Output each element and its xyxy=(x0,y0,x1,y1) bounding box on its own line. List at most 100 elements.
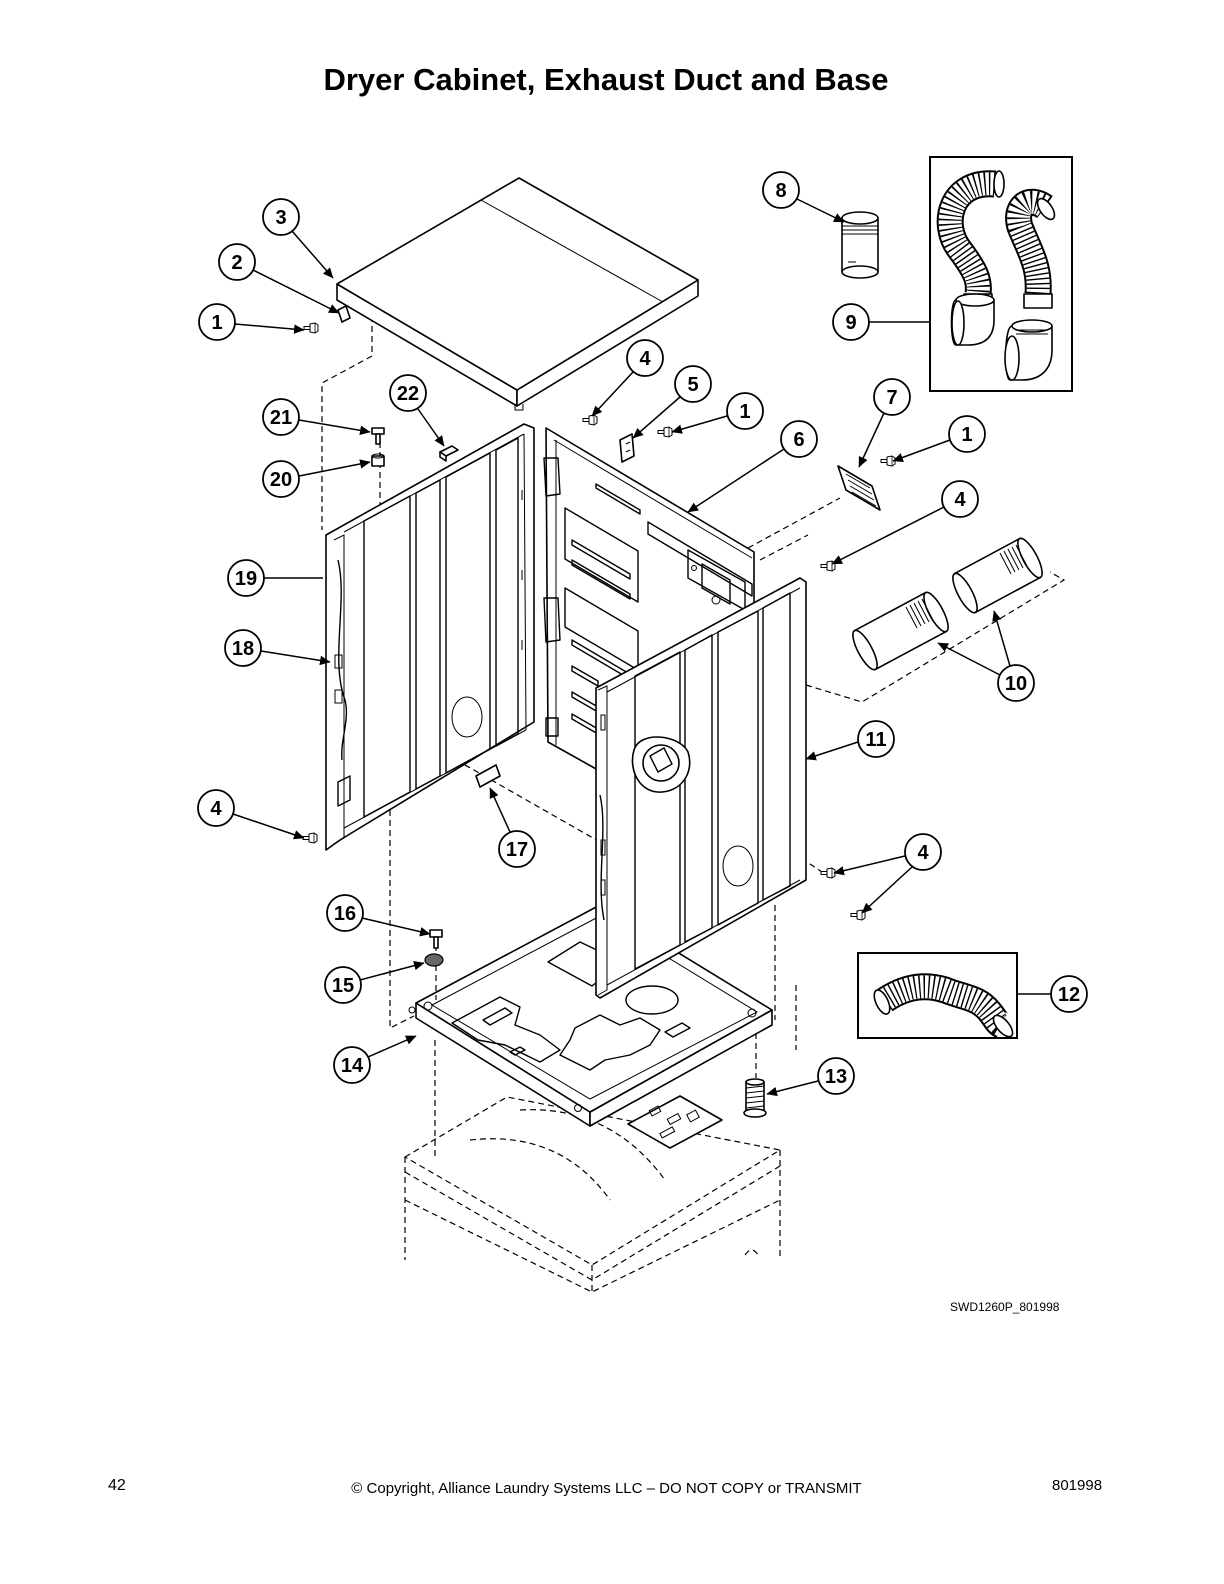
callout-22: 22 xyxy=(389,374,427,412)
base-part-14 xyxy=(408,904,773,1127)
callout-17: 17 xyxy=(498,830,536,868)
callout-label: 19 xyxy=(235,568,257,590)
callout-label: 3 xyxy=(275,207,286,229)
callout-label: 4 xyxy=(639,348,651,370)
hose-collar xyxy=(1023,293,1053,309)
door-latch-square xyxy=(649,747,673,773)
vent-alignment-line xyxy=(747,497,841,549)
top-panel-part-3 xyxy=(336,177,699,411)
hose-end xyxy=(873,989,891,1015)
callout-20: 20 xyxy=(262,460,300,498)
callout-circle xyxy=(873,378,911,416)
leader-6 xyxy=(687,448,785,513)
callout-5: 5 xyxy=(674,365,712,403)
callout-circle xyxy=(326,894,364,932)
leader-10-a xyxy=(937,642,1001,676)
leader-3 xyxy=(291,230,334,279)
callout-label: 1 xyxy=(961,424,972,446)
screw-part-21 xyxy=(371,427,385,445)
leader-17 xyxy=(489,787,511,833)
exhaust-pipe-part-10 xyxy=(852,591,949,671)
callout-label: 1 xyxy=(739,401,750,423)
callout-circle xyxy=(941,480,979,518)
screw-part-4 xyxy=(820,867,836,879)
callout-12: 12 xyxy=(1050,975,1088,1013)
callout-label: 6 xyxy=(793,429,804,451)
leader-1-right xyxy=(892,439,951,462)
vent-cover-slats xyxy=(845,473,877,507)
callout-21: 21 xyxy=(262,398,300,436)
right-panel-stiffener xyxy=(762,592,791,901)
rear-slot xyxy=(571,559,631,600)
screw-head xyxy=(371,427,385,435)
pedestal-foot-hint xyxy=(744,1249,759,1256)
board-component xyxy=(686,1109,700,1123)
leader-7 xyxy=(858,412,885,468)
pipe-crimp-ribs xyxy=(905,598,934,629)
callout-circle xyxy=(498,830,536,868)
callout-label: 17 xyxy=(506,839,528,861)
callout-label: 2 xyxy=(231,252,242,274)
callout-label: 8 xyxy=(775,180,786,202)
flex-hose-left-ribs xyxy=(938,172,997,296)
label-part-17 xyxy=(475,764,501,788)
callout-4-right: 4 xyxy=(941,480,979,518)
vent-cover-part-7 xyxy=(837,465,881,511)
screw-shank xyxy=(433,936,439,949)
screw-part-4 xyxy=(302,832,318,844)
callout-1-top-right: 1 xyxy=(726,392,764,430)
flex-hose-part-12 xyxy=(857,952,1018,1039)
base-recess xyxy=(451,996,561,1063)
right-panel-front-profile xyxy=(599,794,605,921)
screw-shank xyxy=(375,433,381,445)
right-panel-front-flange xyxy=(597,685,608,996)
duct-ribs xyxy=(842,225,878,235)
nut-body xyxy=(371,455,385,467)
left-panel-outline xyxy=(325,423,535,851)
left-panel-stiffener xyxy=(415,479,441,790)
callout-circle xyxy=(674,365,712,403)
pedestal-lower-rim xyxy=(404,1165,781,1281)
screw-part-1 xyxy=(880,455,896,467)
right-side-panel-part-11 xyxy=(595,577,807,999)
rear-slot xyxy=(571,665,599,687)
nut-top xyxy=(371,453,385,459)
leader-22 xyxy=(417,408,445,447)
callout-11: 11 xyxy=(857,720,895,758)
leader-20 xyxy=(298,459,371,477)
rear-slot xyxy=(595,483,641,515)
pedestal-drum-curve xyxy=(519,1109,666,1181)
screw-part-1 xyxy=(303,322,319,334)
callout-circle xyxy=(333,1046,371,1084)
top-panel-alignment-line xyxy=(321,296,373,530)
vent-cover-plate xyxy=(837,465,881,511)
document-number: 801998 xyxy=(1052,1477,1103,1494)
left-panel-stiffener xyxy=(495,437,519,747)
callout-label: 16 xyxy=(334,903,356,925)
left-panel-access-hole xyxy=(451,696,483,738)
left-panel-to-base-line xyxy=(389,790,415,1029)
bracket-body xyxy=(619,433,635,463)
base-mount-hole xyxy=(747,1008,757,1018)
leader-1-top-right xyxy=(671,415,728,434)
callout-14: 14 xyxy=(333,1046,371,1084)
leader-4-left xyxy=(232,813,305,840)
screw-part-4 xyxy=(820,560,836,572)
left-panel-front-profile xyxy=(337,559,348,761)
board-component xyxy=(659,1126,676,1139)
callout-circle xyxy=(1050,975,1088,1013)
leader-lines xyxy=(232,198,1051,1097)
pipe-end xyxy=(952,572,978,614)
callout-6: 6 xyxy=(780,420,818,458)
leader-16 xyxy=(361,917,431,937)
screw-head xyxy=(429,929,443,938)
left-panel-stiffener xyxy=(445,452,491,774)
base-recess xyxy=(559,1014,661,1071)
callout-1-right: 1 xyxy=(948,415,986,453)
copyright-notice: © Copyright, Alliance Laundry Systems LL… xyxy=(351,1480,862,1497)
callout-8: 8 xyxy=(762,171,800,209)
callout-4-top: 4 xyxy=(626,339,664,377)
pedestal-outline xyxy=(403,1096,782,1293)
pipe-end xyxy=(923,591,949,633)
callout-circle xyxy=(197,789,235,827)
